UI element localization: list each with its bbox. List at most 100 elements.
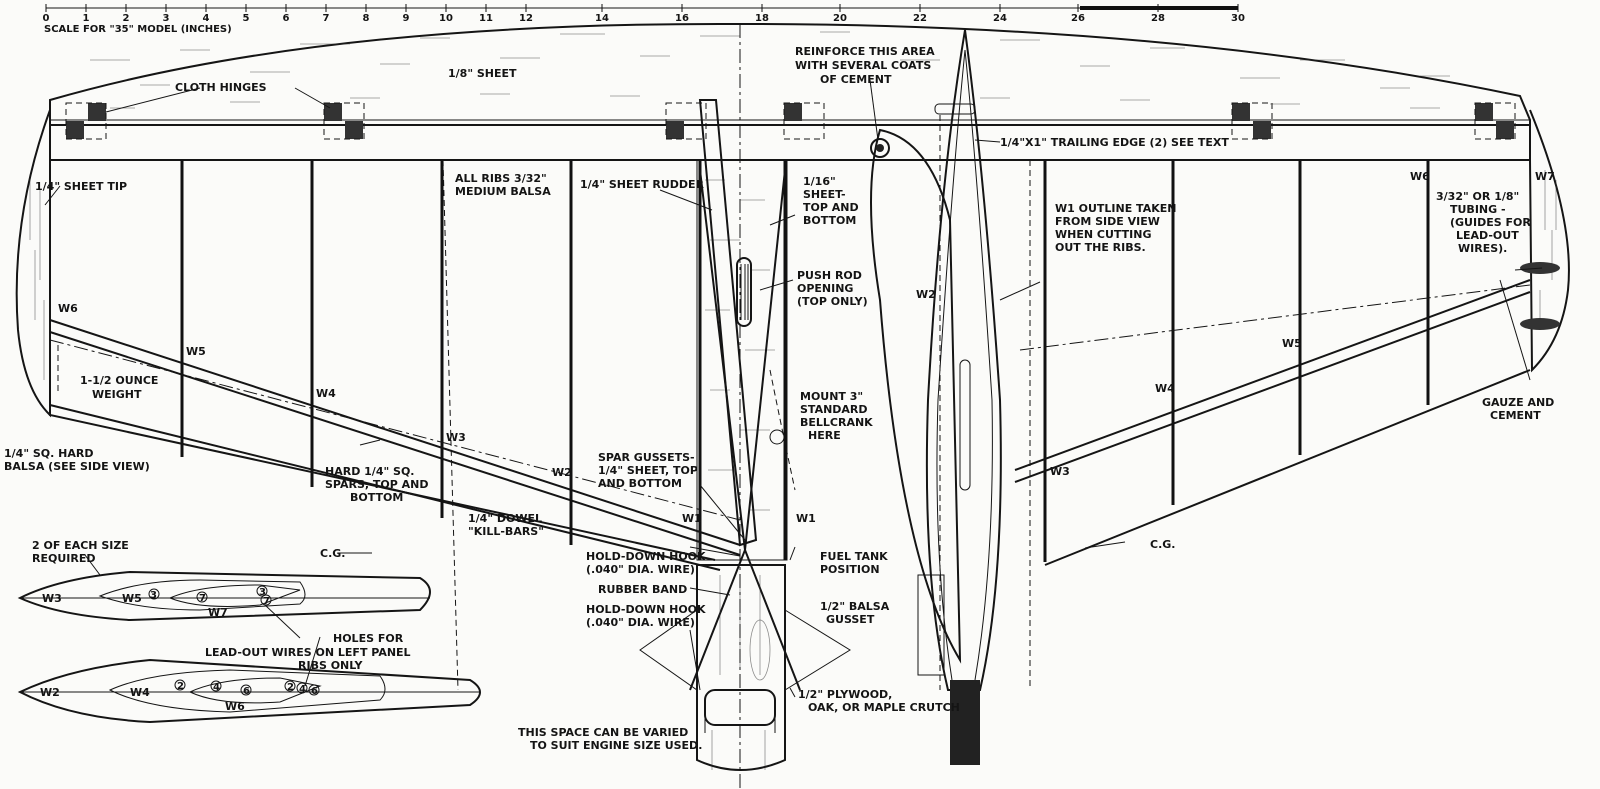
label-all-ribs-2: MEDIUM BALSA	[455, 185, 551, 198]
label-w1-outline-2: FROM SIDE VIEW	[1055, 215, 1160, 228]
rib-label-w4-left: W4	[316, 387, 336, 400]
label-tubing-5: WIRES).	[1458, 242, 1507, 255]
crutch-lines	[689, 547, 801, 691]
ribs	[180, 160, 1430, 562]
label-push-rod-1: PUSH ROD	[797, 269, 862, 282]
hole-mark-6a: 6	[243, 686, 250, 697]
tip-grain	[29, 170, 1557, 380]
label-hook-2: (.040" DIA. WIRE)	[586, 563, 695, 576]
rib-profile-label-w4: W4	[130, 686, 150, 699]
label-sheet-tip: 1/4" SHEET TIP	[35, 180, 127, 193]
label-hook2-1: HOLD-DOWN HOOK	[586, 603, 706, 616]
rib-profile-label-w7: W7	[208, 606, 228, 619]
scale-tick-label: 28	[1151, 13, 1165, 24]
wing-planform	[15, 22, 1570, 571]
label-mount-2: STANDARD	[800, 403, 868, 416]
flap-grain	[90, 31, 1450, 109]
label-w1-outline-3: WHEN CUTTING	[1055, 228, 1151, 241]
label-rubber-band: RUBBER BAND	[598, 583, 687, 596]
label-gauze-2: CEMENT	[1490, 409, 1541, 422]
reinforce-hole	[870, 138, 890, 158]
scale-tick-label: 11	[479, 13, 493, 24]
label-reinforce-1: REINFORCE THIS AREA	[795, 45, 935, 58]
hinge-5	[1232, 103, 1250, 121]
label-holes-2: LEAD-OUT WIRES ON LEFT PANEL	[205, 646, 411, 659]
hinge-6	[1475, 103, 1493, 121]
rib-profile-w6	[188, 677, 322, 704]
scale-tick-label: 24	[993, 13, 1007, 24]
label-reinforce-2: WITH SEVERAL COATS	[795, 59, 931, 72]
label-sheet-1-16-3: TOP AND	[803, 201, 859, 214]
scale-tick-label: 18	[755, 13, 769, 24]
label-cloth-hinges: CLOTH HINGES	[175, 81, 267, 94]
hole-mark-7b: 7	[263, 596, 270, 607]
right-tip-outline	[1529, 109, 1570, 373]
label-w1-outline-1: W1 OUTLINE TAKEN	[1055, 202, 1176, 215]
label-space-2: TO SUIT ENGINE SIZE USED.	[530, 739, 702, 752]
label-cg-right: C.G.	[1150, 538, 1175, 551]
callout-labels: 1/8" SHEET CLOTH HINGES REINFORCE THIS A…	[4, 45, 1554, 752]
label-gauze-1: GAUZE AND	[1482, 396, 1554, 409]
rib-profile-w5	[98, 579, 306, 611]
label-two-each-2: REQUIRED	[32, 552, 95, 565]
gusset-lines	[699, 169, 786, 551]
rib-label-w1-left: W1	[682, 512, 702, 525]
scale-tick-label: 20	[833, 13, 847, 24]
scale-tick-label: 30	[1231, 13, 1245, 24]
rib-label-w7-right: W7	[1535, 170, 1555, 183]
label-hard-balsa-1: 1/4" SQ. HARD	[4, 447, 94, 460]
rib-label-w5-left: W5	[186, 345, 206, 358]
fuselage-side-view	[870, 29, 1031, 765]
label-holes-3: RIBS ONLY	[298, 659, 364, 672]
scale-tick-label: 9	[403, 13, 410, 24]
label-space-1: THIS SPACE CAN BE VARIED	[518, 726, 688, 739]
bellcrank-pivot	[769, 429, 785, 445]
label-mount-3: BELLCRANK	[800, 416, 873, 429]
rib-label-w6-left: W6	[58, 302, 78, 315]
label-gussets-2: 1/4" SHEET, TOP	[598, 464, 698, 477]
left-gusset	[639, 609, 698, 691]
label-fuel-1: FUEL TANK	[820, 550, 888, 563]
scale-tick-label: 3	[163, 13, 170, 24]
label-sheet-1-16-4: BOTTOM	[803, 214, 856, 227]
flap-sheet	[49, 22, 1531, 161]
label-trailing-edge: 1/4"X1" TRAILING EDGE (2) SEE TEXT	[1000, 136, 1229, 149]
label-fuel-2: POSITION	[820, 563, 880, 576]
scale-tick-label: 16	[675, 13, 689, 24]
label-spars-2: SPARS, TOP AND	[325, 478, 429, 491]
left-leading-edge-2	[49, 404, 721, 571]
center-section	[639, 24, 851, 789]
label-dowel-2: "KILL-BARS"	[468, 525, 544, 538]
rib-label-w2-left: W2	[552, 466, 572, 479]
scale-bar-end-block	[1080, 6, 1238, 10]
cloth-hinges	[65, 102, 1516, 140]
scale-tick-label: 22	[913, 13, 927, 24]
scale-tick-label: 26	[1071, 13, 1085, 24]
label-plywood-1: 1/2" PLYWOOD,	[798, 688, 892, 701]
scale-tick-label: 1	[83, 13, 90, 24]
label-tubing-4: LEAD-OUT	[1456, 229, 1519, 242]
scale-tick-label: 7	[323, 13, 330, 24]
scale-tick-label: 10	[439, 13, 453, 24]
label-holes-1: HOLES FOR	[333, 632, 404, 645]
rib-profile-w4	[108, 669, 386, 713]
push-rod-opening	[736, 257, 752, 327]
fuselage-slot	[959, 359, 971, 491]
rib-label-w4-right: W4	[1155, 382, 1175, 395]
rib-label-w1-right: W1	[796, 512, 816, 525]
hole-mark-7a: 7	[199, 593, 206, 604]
label-tubing-3: (GUIDES FOR	[1450, 216, 1531, 229]
rib-profile-w7	[168, 584, 301, 607]
rudder-side	[870, 128, 962, 664]
label-sheet-1-16-2: SHEET-	[803, 188, 846, 201]
hole-mark-3a: 3	[150, 590, 157, 601]
reference-lines	[49, 159, 1531, 691]
hinge-3	[666, 121, 684, 139]
rudder-sheet	[698, 99, 758, 547]
label-gussets-1: SPAR GUSSETS-	[598, 451, 695, 464]
scale-tick-label: 14	[595, 13, 609, 24]
scale-tick-label: 6	[283, 13, 290, 24]
